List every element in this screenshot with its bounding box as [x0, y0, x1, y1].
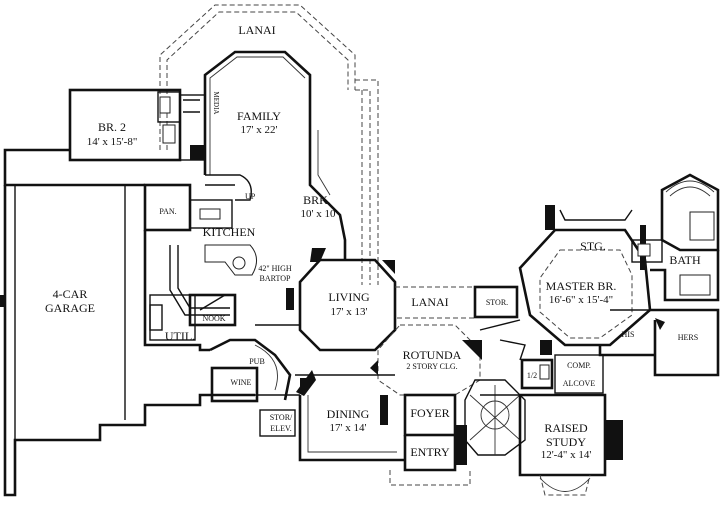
master-walls: [518, 205, 652, 347]
family-size: 17' x 22': [241, 124, 278, 136]
master-label: MASTER BR.: [546, 279, 617, 293]
rotunda-note: 2 STORY CLG.: [406, 362, 457, 371]
kitchen-walls: [143, 174, 257, 316]
rotunda-walls: [370, 324, 482, 396]
comp-alcove-line1: COMP.: [567, 361, 591, 370]
garage-line2: GARAGE: [45, 301, 95, 315]
study-size: 12'-4" x 14': [541, 449, 592, 461]
bath-walls: [598, 173, 720, 377]
pan-label: PAN.: [159, 207, 176, 216]
up-label: UP: [245, 192, 256, 201]
bartop-line1: 42" HIGH: [258, 264, 291, 273]
media-label: MEDIA: [212, 92, 220, 115]
bath-label: BATH: [669, 253, 701, 267]
corridor-walls: [255, 319, 526, 396]
util-label: UTIL.: [165, 329, 195, 343]
dining-label: DINING: [327, 407, 370, 421]
study-line2: STUDY: [546, 435, 586, 449]
lanai-mid-label: LANAI: [411, 295, 448, 309]
half-bath-label: 1/2: [527, 371, 537, 380]
lanai-top-label: LANAI: [238, 23, 275, 37]
foyer-label: FOYER: [410, 406, 449, 420]
comp-alcove-line2: ALCOVE: [563, 379, 596, 388]
br2-label: BR. 2: [98, 120, 126, 134]
foyer-walls: [389, 379, 526, 486]
dining-size: 17' x 14': [330, 422, 367, 434]
bartop-line2: BARTOP: [260, 274, 291, 283]
brk-label: BRK.: [303, 193, 331, 207]
stor-elev-line1: STOR/: [270, 413, 293, 422]
dining-walls: [295, 370, 405, 462]
stor-elev-line2: ELEV.: [270, 424, 291, 433]
stor-label: STOR.: [486, 298, 508, 307]
master-size: 16'-6" x 15'-4": [549, 294, 613, 306]
study-line1: RAISED: [544, 421, 588, 435]
wine-label: WINE: [231, 378, 252, 387]
pub-wine-walls: [209, 338, 296, 437]
pub-label: PUB: [249, 357, 265, 366]
garage-walls: [0, 148, 255, 497]
lanai-top-outline: [159, 4, 379, 285]
entry-label: ENTRY: [410, 445, 450, 459]
brk-size: 10' x 10': [301, 208, 338, 220]
family-label: FAMILY: [237, 109, 281, 123]
kitchen-label: KITCHEN: [203, 225, 256, 239]
br2-walls: [68, 88, 206, 162]
hers-label: HERS: [678, 333, 698, 342]
his-label: HIS: [622, 330, 635, 339]
family-walls: [203, 50, 347, 260]
living-label: LIVING: [328, 290, 370, 304]
stg-label: STG.: [580, 239, 606, 253]
study-walls: [518, 340, 623, 496]
garage-line1: 4-CAR: [53, 287, 88, 301]
nook-label: NOOK: [202, 314, 225, 323]
utility-walls: [143, 290, 237, 352]
living-size: 17' x 13': [331, 306, 368, 318]
rotunda-label: ROTUNDA: [403, 348, 462, 362]
br2-size: 14' x 15'-8": [87, 136, 138, 148]
living-walls: [286, 248, 397, 352]
lanai-mid-walls: [395, 285, 519, 319]
